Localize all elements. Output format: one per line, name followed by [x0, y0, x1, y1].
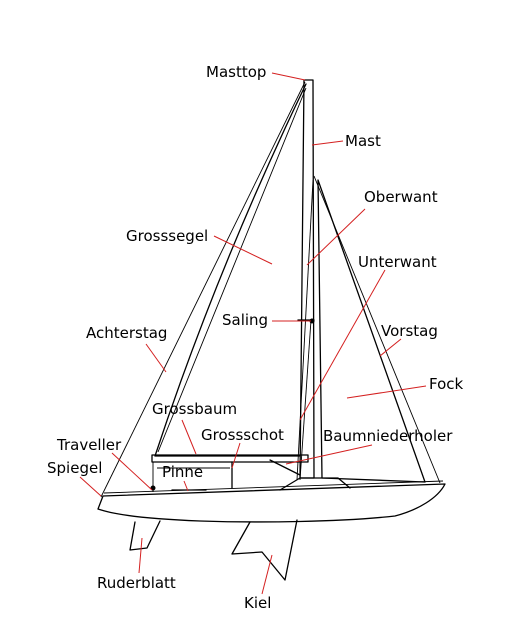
label-unterwant: Unterwant: [358, 253, 437, 271]
labels: Masttop Mast Oberwant Grosssegel Unterwa…: [47, 63, 464, 612]
boat-drawing: [97, 79, 446, 581]
label-oberwant: Oberwant: [364, 188, 438, 206]
leader-unterwant: [299, 269, 386, 421]
cabin: [279, 477, 351, 491]
label-masttop: Masttop: [206, 63, 266, 81]
keel-shape: [231, 519, 298, 581]
jib-sail: [317, 179, 426, 483]
leader-oberwant: [306, 208, 366, 266]
hull: [97, 483, 446, 523]
mainsail: [154, 83, 307, 457]
leader-baumniederholer: [285, 444, 373, 465]
boom-vang: [269, 459, 301, 476]
label-fock: Fock: [429, 375, 464, 393]
label-baumniederholer: Baumniederholer: [323, 427, 453, 445]
leader-spiegel: [79, 476, 102, 497]
label-achterstag: Achterstag: [86, 324, 167, 342]
label-vorstag: Vorstag: [381, 322, 438, 340]
leader-lines: [79, 72, 427, 595]
leader-grossschot: [231, 442, 241, 469]
label-mast: Mast: [345, 132, 381, 150]
label-kiel: Kiel: [244, 594, 271, 612]
leader-grosssegel: [213, 235, 273, 265]
label-spiegel: Spiegel: [47, 459, 102, 477]
upper-shroud: [296, 179, 314, 481]
leader-fock: [346, 385, 427, 399]
label-ruderblatt: Ruderblatt: [97, 574, 176, 592]
mainsail-leech: [157, 87, 307, 453]
leader-kiel: [261, 554, 273, 595]
label-pinne: Pinne: [162, 463, 203, 481]
label-saling: Saling: [222, 311, 268, 329]
backstay: [100, 81, 306, 498]
leader-vorstag: [379, 338, 402, 357]
label-grossschot: Grossschot: [201, 426, 284, 444]
spreader-tip: [309, 318, 315, 324]
forestay: [313, 175, 441, 484]
rudder-shape: [129, 520, 161, 551]
leader-traveller: [111, 452, 153, 491]
leader-grossbaum: [181, 419, 197, 455]
leader-pinne: [183, 480, 189, 492]
leader-ruderblatt: [138, 537, 143, 574]
mast-spar: [299, 79, 315, 479]
lower-shroud: [299, 319, 312, 481]
label-grossbaum: Grossbaum: [152, 400, 237, 418]
label-traveller: Traveller: [56, 436, 122, 454]
leader-masttop: [271, 72, 306, 81]
deck-line: [103, 480, 444, 494]
label-grosssegel: Grosssegel: [126, 227, 208, 245]
boom: [151, 454, 309, 463]
leader-mast: [311, 140, 344, 146]
leader-achterstag: [145, 343, 167, 373]
